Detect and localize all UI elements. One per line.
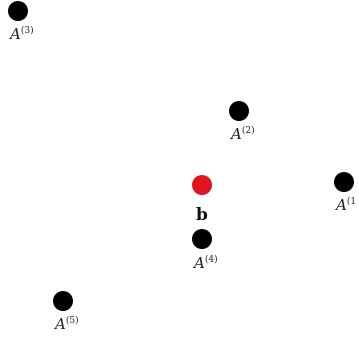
point-A2: A(2) xyxy=(229,101,255,143)
point-A1-dot xyxy=(334,172,354,192)
point-A5-label: A(5) xyxy=(53,315,79,333)
point-A4-dot xyxy=(192,229,212,249)
point-A2-label: A(2) xyxy=(229,125,255,143)
point-A5-dot xyxy=(53,291,73,311)
vector-b-label: b xyxy=(196,205,208,225)
vector-b-head-dot xyxy=(192,175,212,195)
point-A4-label: A(4) xyxy=(192,254,218,272)
point-A1: A(1 xyxy=(334,172,356,214)
point-A5: A(5) xyxy=(53,291,79,333)
point-A3-label: A(3) xyxy=(8,25,34,43)
vector-b: b xyxy=(192,175,212,225)
point-A1-label: A(1 xyxy=(334,196,356,214)
point-A3-dot xyxy=(8,1,28,21)
point-A4: A(4) xyxy=(192,229,218,272)
point-A3: A(3) xyxy=(8,1,34,43)
point-A2-dot xyxy=(229,101,249,121)
